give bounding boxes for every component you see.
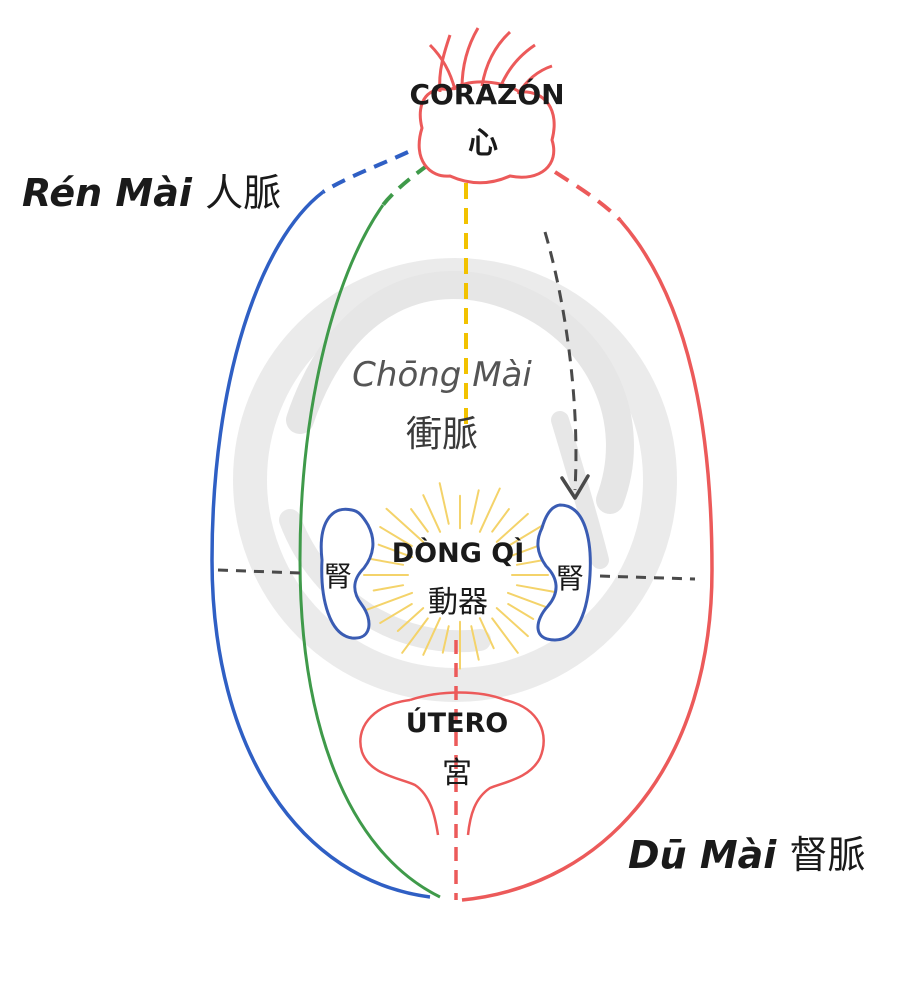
left-kidney-label: 腎 [323, 560, 353, 593]
du-mai-pinyin: Dū Mài [628, 833, 777, 877]
dong-qi-ray [495, 607, 529, 638]
dong-qi-ray [379, 526, 413, 547]
chong-mai-pinyin: Chōng Mài [352, 355, 532, 395]
heart-shape [417, 27, 556, 185]
right-horizontal-dashed [599, 574, 696, 581]
dong-qi-label: DÒNG QÌ [391, 538, 525, 569]
chong-mai-hanzi: 衝脈 [405, 414, 479, 455]
dong-qi-ray [441, 625, 450, 654]
dong-qi-ray [478, 617, 495, 650]
dong-qi-ray [507, 522, 548, 547]
arrow-head [560, 474, 590, 500]
dong-qi-ray [379, 603, 413, 624]
dong-qi-ray [438, 482, 450, 525]
arrow-heart-to-kidney [543, 231, 578, 491]
du-mai-label: Dū Mài 督脈 [628, 824, 866, 879]
du-mai-hanzi: 督脈 [789, 833, 866, 877]
dong-qi-ray [385, 507, 425, 543]
dong-qi-ray [362, 591, 413, 612]
uterus-shape [359, 691, 545, 836]
dong-qi-ray [470, 489, 480, 525]
ren-mai-line [210, 190, 431, 899]
dong-qi-ray [410, 508, 429, 533]
dong-qi-ray [491, 508, 510, 533]
ren-mai-pinyin: Rén Mài [22, 171, 192, 215]
ren-mai-hanzi: 人脈 [205, 171, 282, 215]
dong-qi-ray [470, 625, 480, 661]
watermark-logo [233, 258, 677, 702]
ren-mai-dashed [321, 150, 409, 194]
left-horizontal-dashed [217, 568, 301, 575]
heart-hanzi: 心 [468, 126, 498, 161]
left-kidney-shape [319, 507, 375, 640]
dong-qi-ray [478, 487, 501, 533]
dong-qi-ray [401, 617, 429, 654]
dong-qi-ray [495, 512, 529, 543]
dong-qi-ray [515, 584, 556, 593]
du-mai-line [461, 218, 714, 902]
heart-label: CORAZÓN [409, 78, 565, 111]
dong-qi-hanzi: 動器 [428, 585, 488, 620]
uterus-hanzi: 宮 [442, 756, 472, 791]
chong-mai-line [298, 204, 441, 899]
du-mai-dashed [553, 170, 622, 222]
chong-mai-dashed [381, 163, 430, 207]
dong-qi-ray [372, 584, 405, 592]
dong-qi-ray [422, 617, 442, 656]
dong-qi-ray [507, 603, 535, 620]
dong-qi-ray [377, 543, 413, 559]
right-kidney-shape [536, 503, 592, 642]
right-kidney-label: 腎 [555, 562, 585, 595]
dong-qi-ray [422, 494, 442, 533]
uterus-label: ÚTERO [405, 708, 509, 739]
dong-qi-ray [491, 617, 519, 654]
dong-qi-ray [507, 543, 543, 559]
dong-qi-ray [396, 607, 425, 632]
ren-mai-label: Rén Mài 人脈 [22, 162, 281, 217]
